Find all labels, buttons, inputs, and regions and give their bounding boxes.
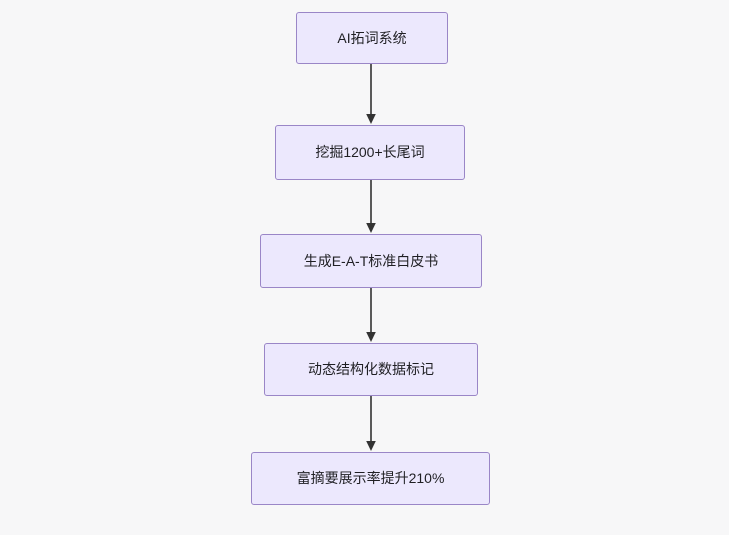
flow-node-generate-eat-whitepaper[interactable]: 生成E-A-T标准白皮书: [260, 234, 482, 288]
flow-node-label: 动态结构化数据标记: [308, 361, 434, 378]
flow-node-label: AI拓词系统: [337, 29, 407, 46]
edge-n1-n2: [366, 64, 376, 124]
edge-n2-n3: [366, 180, 376, 233]
flow-node-label: 生成E-A-T标准白皮书: [303, 252, 439, 269]
flow-node-rich-snippet-rate[interactable]: 富摘要展示率提升210%: [251, 452, 490, 505]
flow-node-label: 挖掘1200+长尾词: [315, 144, 425, 161]
flow-node-mine-longtail-keywords[interactable]: 挖掘1200+长尾词: [275, 125, 465, 180]
edge-n4-n5: [366, 396, 376, 451]
flow-node-label: 富摘要展示率提升210%: [296, 470, 445, 487]
flow-node-ai-keyword-system[interactable]: AI拓词系统: [296, 12, 448, 64]
edge-n3-n4: [366, 288, 376, 342]
flow-node-dynamic-structured-data[interactable]: 动态结构化数据标记: [264, 343, 478, 396]
